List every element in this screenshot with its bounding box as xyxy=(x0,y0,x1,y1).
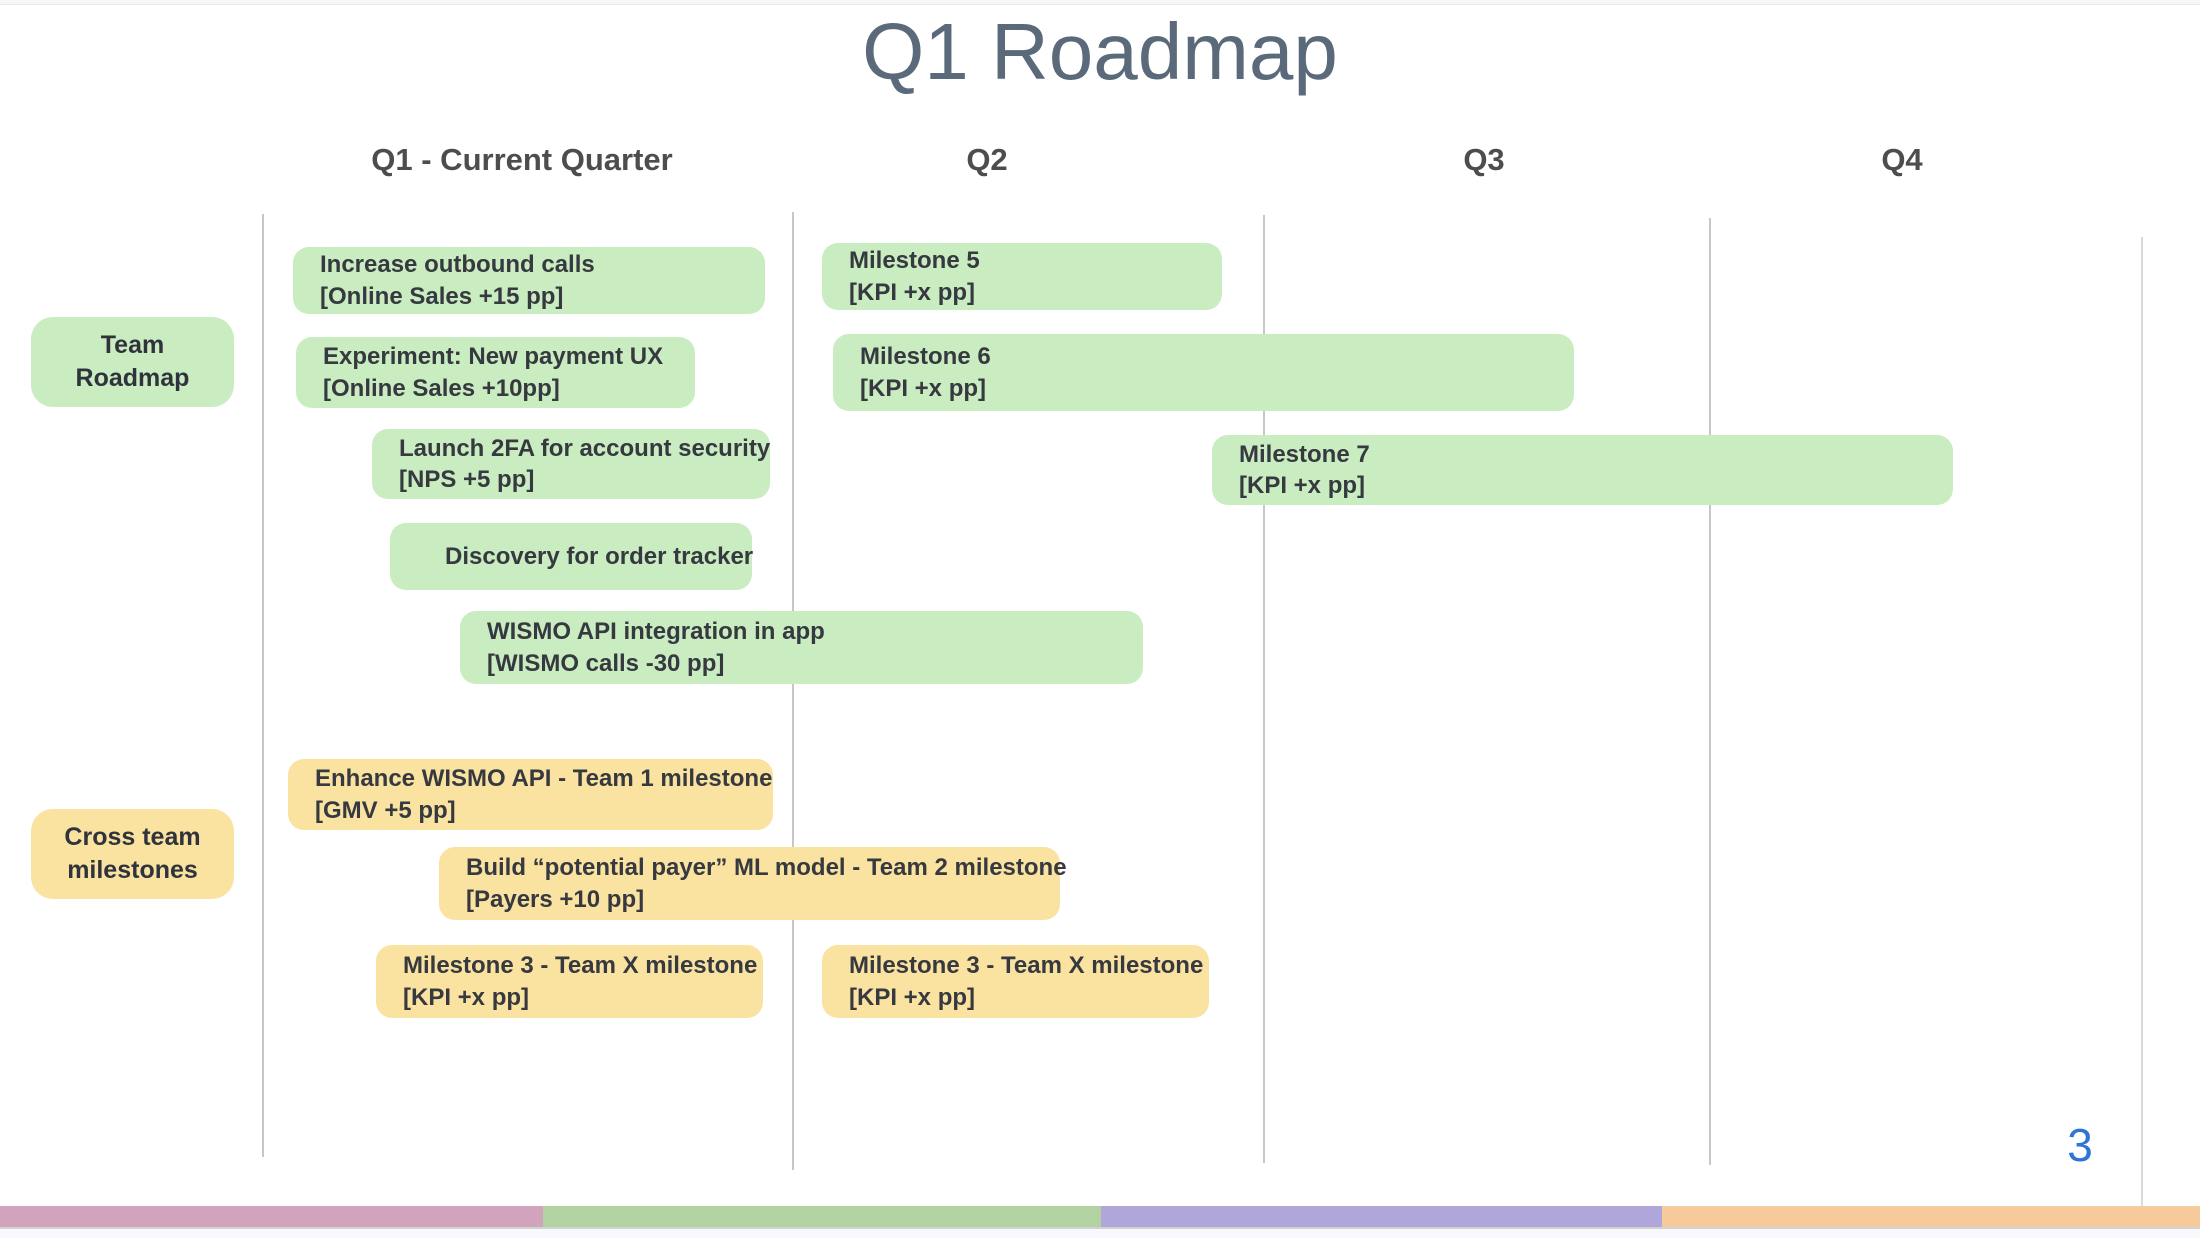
cross-team-milestones-label: Cross team milestones xyxy=(31,809,234,899)
window-bottom-strip xyxy=(0,1227,2200,1238)
item-title: Increase outbound calls xyxy=(320,251,595,278)
footer-segment-purple xyxy=(1101,1206,1662,1227)
quarter-divider-2 xyxy=(792,212,794,1170)
footer-segment-green xyxy=(543,1206,1101,1227)
roadmap-item-discovery-order-tracker: Discovery for order tracker xyxy=(390,523,754,590)
team-roadmap-label-line2: Roadmap xyxy=(75,364,190,392)
quarter-divider-4 xyxy=(1709,218,1711,1165)
item-title: Milestone 6 xyxy=(860,343,991,370)
item-kpi: [KPI +x pp] xyxy=(1239,472,1366,499)
item-kpi: [Online Sales +10pp] xyxy=(323,374,560,402)
team-roadmap-label-line1: Team xyxy=(100,331,165,359)
item-kpi: [KPI +x pp] xyxy=(403,983,530,1011)
cross-team-label-line1: Cross team xyxy=(64,823,201,851)
item-title: Milestone 5 xyxy=(849,247,980,274)
item-title: Milestone 3 - Team X milestone xyxy=(849,952,1204,979)
column-header-q1: Q1 - Current Quarter xyxy=(371,142,673,177)
item-kpi: [KPI +x pp] xyxy=(849,278,976,306)
column-header-q3: Q3 xyxy=(1463,142,1505,177)
column-header-q2: Q2 xyxy=(966,142,1008,177)
item-title: Enhance WISMO API - Team 1 milestone xyxy=(315,765,773,792)
item-title: WISMO API integration in app xyxy=(487,618,825,645)
item-title: Discovery for order tracker xyxy=(445,542,754,570)
item-title: Launch 2FA for account security xyxy=(399,434,771,462)
milestone-item-milestone-3-q1: Milestone 3 - Team X milestone [KPI +x p… xyxy=(376,945,763,1018)
roadmap-item-milestone-7: Milestone 7 [KPI +x pp] xyxy=(1212,435,1953,505)
quarter-divider-3 xyxy=(1263,215,1265,1163)
item-title: Experiment: New payment UX xyxy=(323,343,664,370)
roadmap-item-wismo-api-integration: WISMO API integration in app [WISMO call… xyxy=(460,611,1143,684)
item-title: Milestone 7 xyxy=(1239,440,1370,468)
footer-segment-pink xyxy=(0,1206,543,1227)
item-title: Build “potential payer” ML model - Team … xyxy=(466,854,1067,881)
quarter-divider-5 xyxy=(2141,237,2143,1208)
footer-segment-orange xyxy=(1662,1206,2200,1227)
column-header-q4: Q4 xyxy=(1881,142,1923,177)
item-kpi: [Online Sales +15 pp] xyxy=(320,282,564,310)
roadmap-item-launch-2fa: Launch 2FA for account security [NPS +5 … xyxy=(372,429,770,499)
roadmap-item-milestone-5: Milestone 5 [KPI +x pp] xyxy=(822,243,1222,310)
item-kpi: [WISMO calls -30 pp] xyxy=(487,649,725,677)
milestone-item-milestone-3-q2: Milestone 3 - Team X milestone [KPI +x p… xyxy=(822,945,1209,1018)
roadmap-item-new-payment-ux: Experiment: New payment UX [Online Sales… xyxy=(296,337,695,408)
item-kpi: [Payers +10 pp] xyxy=(466,885,645,913)
roadmap-item-milestone-6: Milestone 6 [KPI +x pp] xyxy=(833,334,1574,411)
window-top-strip xyxy=(0,0,2200,5)
item-kpi: [KPI +x pp] xyxy=(849,983,976,1011)
item-kpi: [NPS +5 pp] xyxy=(399,466,535,493)
cross-team-label-line2: milestones xyxy=(67,856,198,884)
team-roadmap-label: Team Roadmap xyxy=(31,317,234,407)
quarter-divider-1 xyxy=(262,214,264,1157)
item-kpi: [GMV +5 pp] xyxy=(315,796,456,824)
milestone-item-enhance-wismo-api: Enhance WISMO API - Team 1 milestone [GM… xyxy=(288,759,773,830)
milestone-item-potential-payer-ml-model: Build “potential payer” ML model - Team … xyxy=(439,847,1067,920)
slide-title: Q1 Roadmap xyxy=(862,7,1338,96)
item-kpi: [KPI +x pp] xyxy=(860,374,987,402)
item-title: Milestone 3 - Team X milestone xyxy=(403,952,758,979)
roadmap-item-increase-outbound-calls: Increase outbound calls [Online Sales +1… xyxy=(293,247,765,314)
footer-progress-bar xyxy=(0,1206,2200,1227)
page-number: 3 xyxy=(2067,1119,2093,1171)
